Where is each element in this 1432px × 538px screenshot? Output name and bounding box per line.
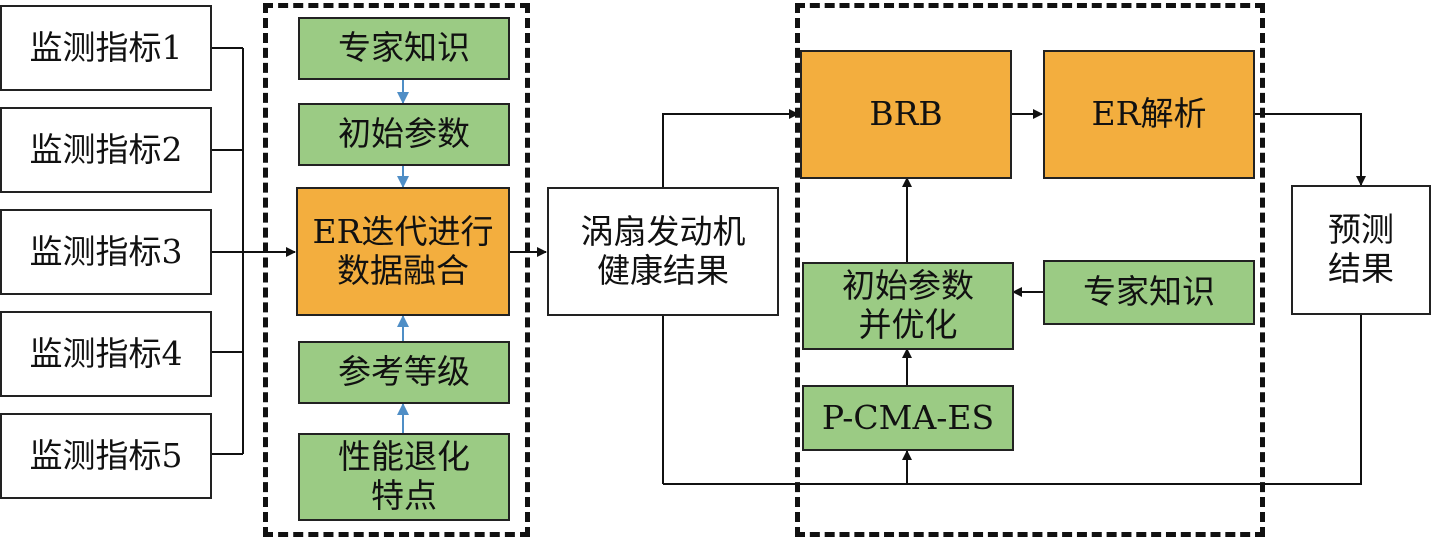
- brb-expert-knowledge-box: 专家知识: [1043, 260, 1255, 325]
- reference-levels-label: 参考等级: [338, 352, 470, 392]
- arrow-er-analysis-to-prediction: [1254, 113, 1366, 186]
- initial-params-box: 初始参数: [298, 103, 510, 166]
- health-result-line2: 健康结果: [597, 250, 729, 290]
- indicator-label: 监测指标2: [29, 129, 183, 169]
- er-fusion-box: ER迭代进行 数据融合: [296, 187, 510, 316]
- indicator-label: 监测指标4: [29, 333, 183, 373]
- initial-params-label: 初始参数: [338, 114, 470, 154]
- indicator-box-5: 监测指标5: [0, 413, 212, 499]
- indicator-box-4: 监测指标4: [0, 311, 212, 397]
- optimizer-label: P-CMA-ES: [821, 397, 995, 437]
- init-params-opt-box: 初始参数 并优化: [802, 262, 1014, 350]
- er-fusion-line1: ER迭代进行: [312, 211, 494, 251]
- brb-module-frame: [795, 3, 1265, 537]
- er-analysis-box: ER解析: [1043, 50, 1255, 179]
- indicator-label: 监测指标1: [29, 27, 183, 67]
- er-analysis-label: ER解析: [1091, 94, 1207, 134]
- arrow-health-to-brb: [662, 109, 799, 187]
- optimizer-box: P-CMA-ES: [802, 385, 1014, 451]
- degradation-line1: 性能退化: [338, 437, 470, 477]
- init-params-opt-line1: 初始参数: [842, 266, 974, 306]
- degradation-box: 性能退化 特点: [298, 433, 510, 521]
- feedback-line: [663, 315, 1362, 485]
- indicator-box-1: 监测指标1: [0, 5, 212, 91]
- indicator-label: 监测指标3: [29, 231, 183, 271]
- prediction-result-box: 预测 结果: [1291, 185, 1431, 315]
- indicator-label: 监测指标5: [29, 435, 183, 475]
- brb-label: BRB: [869, 94, 943, 134]
- prediction-result-line1: 预测: [1328, 210, 1394, 250]
- indicator-box-2: 监测指标2: [0, 107, 212, 193]
- health-result-box: 涡扇发动机 健康结果: [547, 187, 779, 316]
- brb-box: BRB: [800, 50, 1012, 179]
- health-result-line1: 涡扇发动机: [580, 211, 746, 251]
- fusion-module-frame: [263, 3, 530, 537]
- expert-knowledge-label: 专家知识: [338, 28, 470, 68]
- er-fusion-line2: 数据融合: [337, 250, 469, 290]
- expert-knowledge-box: 专家知识: [298, 17, 510, 80]
- prediction-result-line2: 结果: [1328, 249, 1394, 288]
- init-params-opt-line2: 并优化: [858, 305, 958, 344]
- reference-levels-box: 参考等级: [298, 341, 510, 404]
- brb-expert-knowledge-label: 专家知识: [1083, 272, 1215, 312]
- indicator-box-3: 监测指标3: [0, 209, 212, 295]
- degradation-line2: 特点: [371, 476, 437, 515]
